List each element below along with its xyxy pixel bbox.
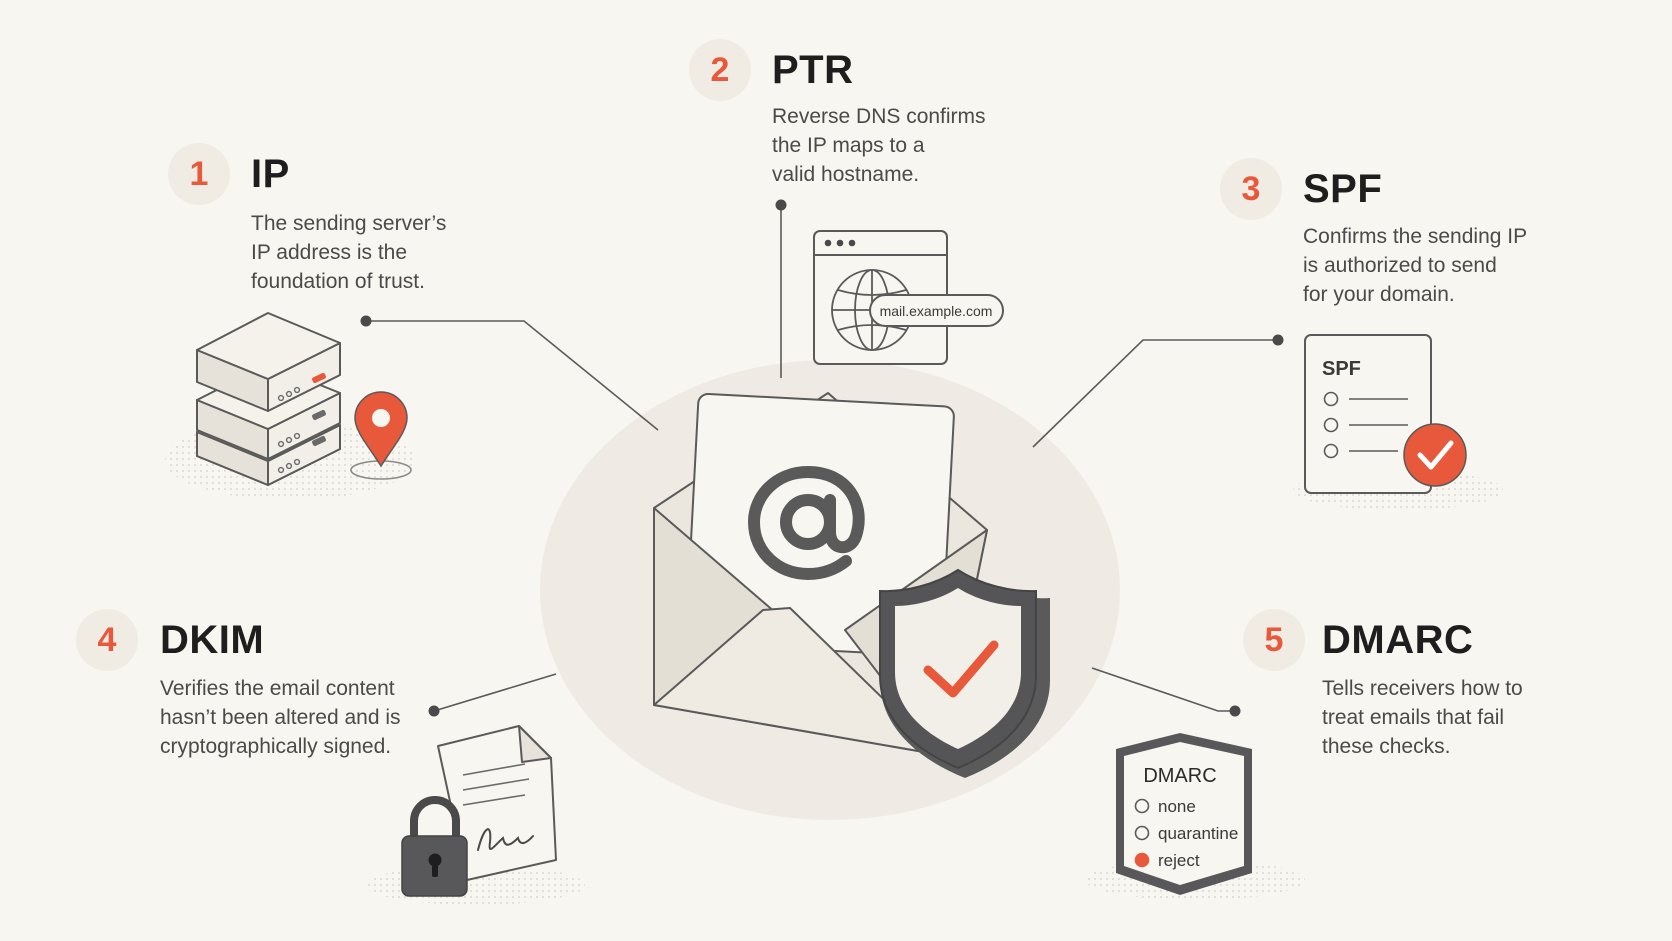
location-pin-icon bbox=[350, 391, 412, 480]
step-description: Reverse DNS confirms the IP maps to a va… bbox=[772, 105, 986, 186]
dmarc-radio-quarantine bbox=[1134, 825, 1150, 841]
connectors bbox=[366, 205, 1278, 712]
step-number: 1 bbox=[168, 143, 230, 205]
step-title: PTR bbox=[772, 48, 854, 92]
connector-dot-dmarc bbox=[1229, 705, 1241, 717]
connector-dot-ip bbox=[360, 315, 372, 327]
connector-dot-dkim bbox=[428, 705, 440, 717]
connector-dkim bbox=[433, 673, 557, 712]
hostname-pill: mail.example.com bbox=[869, 294, 1004, 327]
step-number: 4 bbox=[76, 609, 138, 671]
spf-card-label: SPF bbox=[1322, 358, 1361, 380]
spf-checklist-card: SPF bbox=[1293, 334, 1503, 510]
dmarc-card-label: DMARC bbox=[1143, 765, 1216, 787]
step-title: SPF bbox=[1303, 167, 1383, 211]
connector-ip bbox=[366, 320, 659, 431]
connector-dots bbox=[360, 199, 1284, 717]
dmarc-option-quarantine: quarantine bbox=[1158, 824, 1238, 843]
step-title: DKIM bbox=[160, 618, 265, 662]
dmarc-radio-none bbox=[1134, 798, 1150, 814]
dmarc-policy-badge: DMARC none quarantine reject bbox=[1085, 733, 1305, 900]
hostname-label: mail.example.com bbox=[880, 303, 993, 319]
connector-dmarc bbox=[1091, 667, 1235, 712]
server-stack-icon bbox=[165, 312, 415, 500]
at-sign-icon bbox=[747, 465, 865, 581]
connector-dot-ptr bbox=[775, 199, 787, 211]
step-number: 2 bbox=[689, 39, 751, 101]
step-description: The sending server’s IP address is the f… bbox=[251, 212, 447, 293]
step-title: IP bbox=[251, 152, 290, 196]
step-description: Tells receivers how to treat emails that… bbox=[1322, 677, 1523, 758]
step-number: 3 bbox=[1220, 158, 1282, 220]
step-number: 5 bbox=[1243, 609, 1305, 671]
step-title: DMARC bbox=[1322, 618, 1474, 662]
dmarc-radio-reject bbox=[1134, 852, 1150, 868]
step-description: Confirms the sending IP is authorized to… bbox=[1303, 225, 1528, 306]
step-description: Verifies the email content hasn’t been a… bbox=[160, 677, 401, 758]
connector-dot-spf bbox=[1272, 334, 1284, 346]
shield-check-icon bbox=[879, 568, 1050, 778]
spf-check-icon bbox=[1403, 423, 1467, 487]
dmarc-option-reject: reject bbox=[1158, 851, 1200, 870]
connector-spf bbox=[1032, 339, 1278, 448]
dmarc-option-none: none bbox=[1158, 797, 1196, 816]
padlock-icon bbox=[401, 796, 468, 897]
